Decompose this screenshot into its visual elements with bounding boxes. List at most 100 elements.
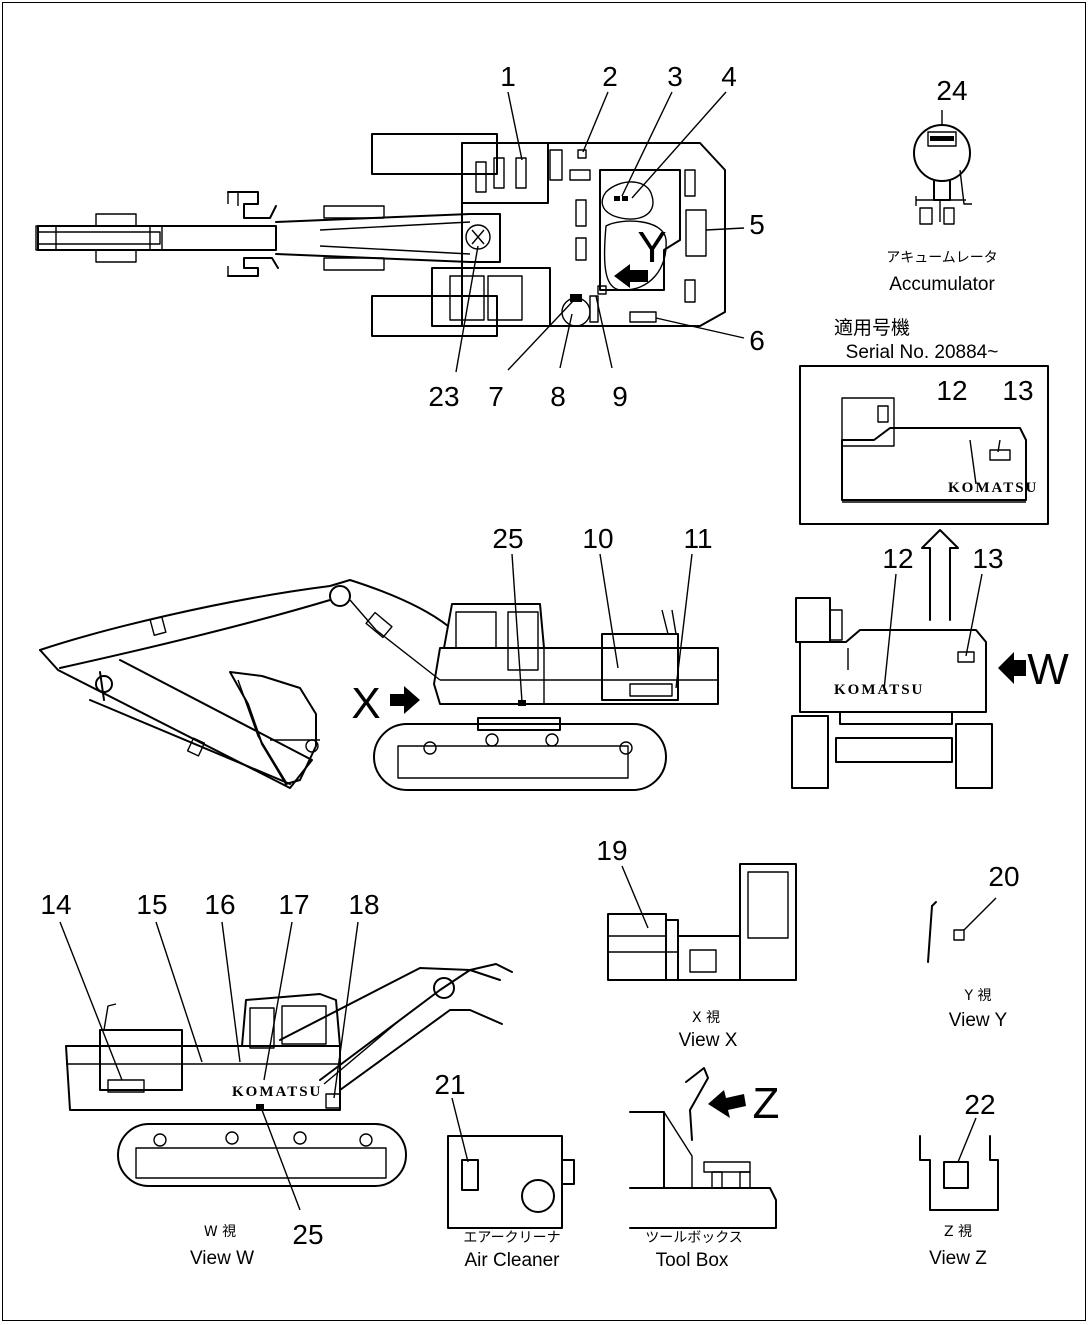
top-bucket-lower [227, 257, 279, 277]
front-brand-mark: KOMATSU [834, 682, 924, 698]
serial-inset-box [799, 365, 1049, 525]
leader-20 [963, 897, 997, 931]
view-marker-y-top: Y [637, 223, 666, 272]
view-x-label-jp: X 視 [692, 1010, 720, 1026]
serial-label-en: Serial No. 20884~ [846, 342, 999, 363]
leader-19 [621, 865, 649, 929]
view-z-label-jp: Z 視 [944, 1224, 972, 1240]
side-bucket [229, 671, 317, 785]
view-marker-z: Z [753, 1079, 780, 1128]
accumulator-label-en: Accumulator [889, 274, 995, 295]
callout-20: 20 [988, 861, 1019, 892]
view-y-drawing [927, 901, 965, 963]
air-cleaner-label-en: Air Cleaner [464, 1250, 560, 1271]
callout-18: 18 [348, 889, 379, 920]
w-arrow-icon [998, 652, 1026, 684]
leader-16 [221, 921, 241, 1063]
air-cleaner-drawing [447, 1135, 575, 1229]
side-engine-hood [601, 633, 679, 701]
callout-25-side: 25 [492, 523, 523, 554]
inset-brand-mark: KOMATSU [948, 480, 1038, 496]
top-cab [431, 267, 551, 327]
callout-6: 6 [749, 325, 765, 356]
side-track [373, 723, 667, 791]
tool-box-label-jp: ツールボックス [645, 1230, 743, 1246]
view-marker-x: X [351, 679, 380, 728]
front-view-machine [791, 597, 993, 789]
top-tank [461, 142, 549, 204]
leader-17 [263, 921, 293, 1081]
accumulator-label-jp: アキュームレータ [886, 250, 998, 266]
w-boom [279, 967, 501, 1041]
callout-3: 3 [667, 61, 683, 92]
callout-22: 22 [964, 1089, 995, 1120]
top-boom [275, 213, 501, 263]
front-track-left [791, 715, 829, 789]
inset-arrow-icon [921, 529, 959, 621]
leader-10 [599, 553, 619, 669]
side-brand-mark: KOMATSU [232, 1084, 322, 1100]
leader-18 [333, 921, 359, 1099]
view-w-label-en: View W [190, 1248, 254, 1269]
leader-12 [883, 573, 897, 691]
callout-10: 10 [582, 523, 613, 554]
callout-24: 24 [936, 75, 967, 106]
callout-11: 11 [683, 523, 712, 554]
callout-16: 16 [204, 889, 235, 920]
engine-hood [599, 169, 681, 291]
front-body [799, 629, 987, 713]
callout-21: 21 [434, 1069, 465, 1100]
view-y-label-jp: Y 視 [963, 988, 991, 1004]
callout-19: 19 [596, 835, 627, 866]
callout-15: 15 [136, 889, 167, 920]
front-track-right [955, 723, 993, 789]
callout-2: 2 [602, 61, 618, 92]
callout-13-inset: 13 [1002, 375, 1033, 406]
view-z-drawing [919, 1135, 999, 1211]
callout-9: 9 [612, 381, 628, 412]
side-upper [433, 647, 719, 705]
serial-inset-machine [841, 397, 1027, 503]
serial-label-jp: 適用号機 [834, 317, 910, 339]
callout-7: 7 [488, 381, 504, 412]
callout-14: 14 [40, 889, 71, 920]
tool-box-label-en: Tool Box [656, 1250, 729, 1271]
view-x-label-en: View X [679, 1030, 738, 1051]
view-z-label-en: View Z [929, 1248, 987, 1269]
y-arrow-icon [614, 264, 648, 288]
leader-11 [675, 553, 693, 689]
tool-box-drawing [629, 1067, 777, 1229]
top-view-machine: Y [35, 133, 726, 337]
top-bucket-upper [227, 191, 277, 219]
side-boom [39, 579, 449, 651]
leader-14 [59, 921, 123, 1081]
callout-23: 23 [428, 381, 459, 412]
top-arm [37, 225, 277, 251]
callout-4: 4 [721, 61, 737, 92]
callout-12: 12 [882, 543, 913, 574]
callout-1: 1 [500, 61, 516, 92]
view-y-label-en: View Y [949, 1010, 1008, 1031]
callout-25-w: 25 [292, 1219, 323, 1250]
w-cab [241, 993, 341, 1047]
track-top-lower [371, 295, 498, 337]
callout-5: 5 [749, 209, 765, 240]
leader-25-side [511, 553, 523, 703]
w-upper-body [65, 1045, 341, 1111]
leader-22 [957, 1117, 977, 1163]
view-w-label-jp: W 視 [204, 1224, 236, 1240]
top-leaders [455, 91, 745, 373]
w-track [117, 1123, 407, 1187]
track-top-upper [371, 133, 498, 175]
side-view-machine [39, 579, 719, 791]
view-x-drawing [607, 863, 797, 981]
accumulator-drawing [913, 110, 972, 225]
leader-13 [965, 573, 983, 657]
leader-21 [451, 1097, 469, 1163]
callout-12-inset: 12 [936, 375, 967, 406]
side-cab [443, 603, 545, 649]
z-arrow-icon [708, 1090, 746, 1118]
leader-15 [155, 921, 203, 1063]
